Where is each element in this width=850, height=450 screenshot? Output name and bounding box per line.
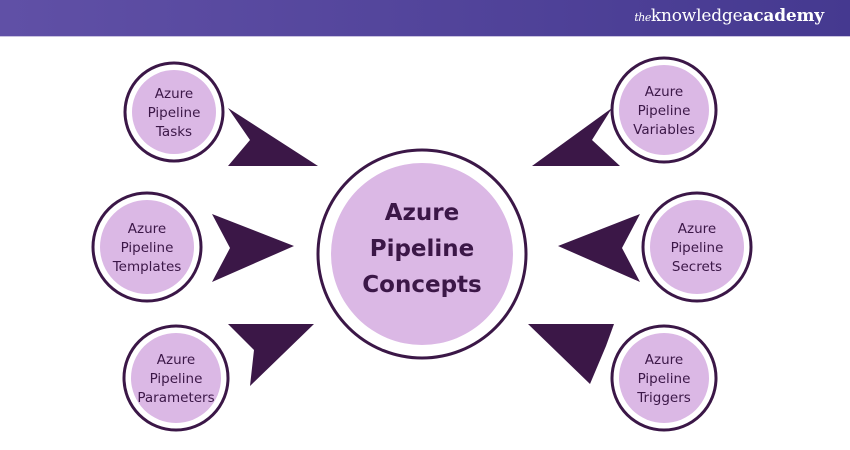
logo-prefix: the [634,11,651,24]
node-templates: Azure Pipeline Templates [91,191,203,303]
node-label-line-2: Pipeline [121,240,174,256]
logo-bold: academy [742,6,824,26]
node-label-line-1: Azure [645,352,683,368]
node-label-line-3: Secrets [672,259,722,275]
center-node: Azure Pipeline Concepts [316,148,528,360]
node-fill [131,333,221,423]
node-label-line-2: Pipeline [148,105,201,121]
node-fill [132,70,216,154]
header-bar: theknowledgeacademy [0,0,850,37]
brand-logo: theknowledgeacademy [634,6,824,26]
arrow-tasks [228,108,318,166]
node-label-line-2: Pipeline [638,103,691,119]
node-fill [650,200,744,294]
node-label-line-1: Azure [678,221,716,237]
node-triggers: Azure Pipeline Triggers [610,324,718,432]
node-secrets: Azure Pipeline Secrets [641,191,753,303]
arrows [212,108,640,386]
node-label-line-3: Triggers [636,390,691,406]
arrow-templates [212,214,294,282]
center-title-line-3: Concepts [362,272,481,298]
node-fill [619,333,709,423]
arrow-variables [532,108,620,166]
node-label-line-1: Azure [128,221,166,237]
center-title-line-2: Pipeline [370,236,475,262]
node-parameters: Azure Pipeline Parameters [122,324,230,432]
node-label-line-3: Parameters [137,390,214,406]
node-tasks: Azure Pipeline Tasks [123,61,225,163]
node-label-line-1: Azure [645,84,683,100]
arrow-triggers [528,324,614,384]
logo-main: knowledge [650,6,743,26]
arrow-parameters [228,324,314,386]
node-label-line-1: Azure [155,86,193,102]
node-label-line-2: Pipeline [671,240,724,256]
node-label-line-1: Azure [157,352,195,368]
center-fill [331,163,513,345]
node-label-line-3: Tasks [155,124,192,140]
center-title-line-1: Azure [385,200,460,226]
node-variables: Azure Pipeline Variables [610,56,718,164]
node-label-line-2: Pipeline [150,371,203,387]
arrow-secrets [558,214,640,282]
node-label-line-3: Templates [112,259,182,275]
node-fill [619,65,709,155]
node-label-line-3: Variables [633,122,695,138]
node-fill [100,200,194,294]
node-label-line-2: Pipeline [638,371,691,387]
